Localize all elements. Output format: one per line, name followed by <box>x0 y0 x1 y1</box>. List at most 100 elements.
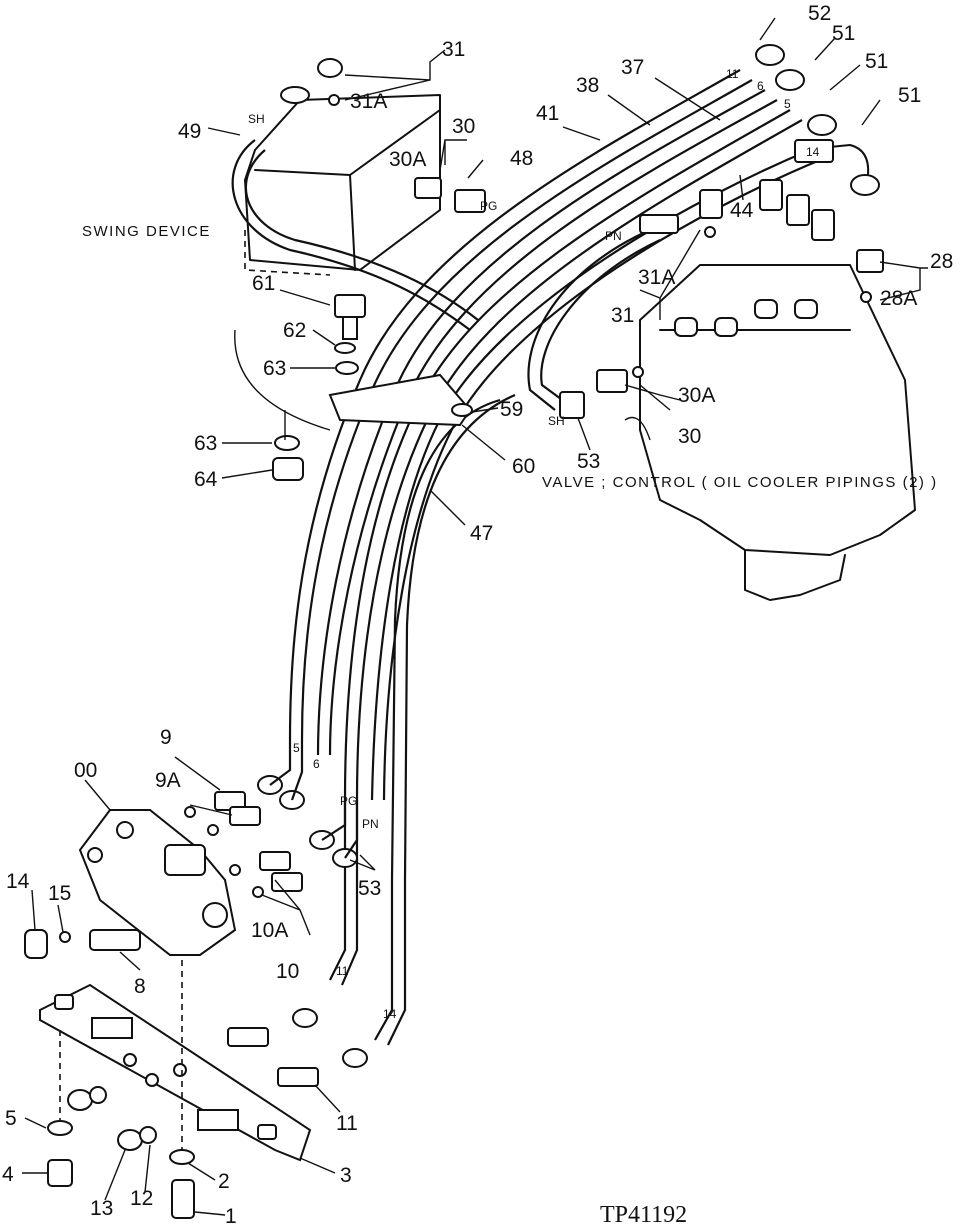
hose-ferrule <box>794 139 834 163</box>
callout-4: 4 <box>2 1163 14 1186</box>
plate-nut <box>257 1124 277 1140</box>
hose-tag-5-lower: 5 <box>293 741 300 755</box>
elbow-fitting <box>317 58 343 78</box>
nut-13 <box>117 1129 143 1151</box>
washer-63 <box>335 361 359 375</box>
callout-51: 51 <box>898 84 921 107</box>
lock-washer <box>89 1086 107 1104</box>
hose-tag-5: 5 <box>784 97 791 111</box>
hose-end <box>280 86 310 104</box>
callout-9: 9 <box>160 726 172 749</box>
adapter <box>811 209 835 241</box>
port <box>202 902 228 928</box>
hose-tag-sh: SH <box>248 112 265 126</box>
hose-tag-14-lower: 14 <box>383 1007 397 1021</box>
hose-end-pn <box>639 214 679 234</box>
callout-51: 51 <box>832 22 855 45</box>
adapter-11 <box>277 1067 319 1087</box>
valve-port <box>794 299 818 319</box>
mounting-hole <box>87 847 103 863</box>
bolt-61-head <box>334 294 366 318</box>
callout-59: 59 <box>500 398 523 421</box>
washer-5 <box>47 1120 73 1136</box>
check-valve-8 <box>89 929 141 951</box>
hose-tag-pn: PN <box>605 229 622 243</box>
lower-valve-block <box>24 740 368 1068</box>
callout-52: 52 <box>808 2 831 25</box>
valve-port <box>754 299 778 319</box>
hose-tag-sh: SH <box>548 414 565 428</box>
callout-10A: 10A <box>251 919 288 942</box>
plug-14 <box>24 929 48 959</box>
control-valve <box>624 264 916 601</box>
callout-64: 64 <box>194 468 218 491</box>
adapter-lower <box>227 1027 269 1047</box>
washer-63-lower <box>274 435 300 451</box>
callout-11: 11 <box>336 1112 358 1135</box>
plug <box>164 844 206 876</box>
callout-1: 1 <box>225 1205 237 1228</box>
adapter-10b <box>271 872 303 892</box>
callout-15: 15 <box>48 882 71 905</box>
hose-tags: SH PG PN SH 11 6 5 14 5 6 PG PN 11 14 <box>248 67 820 1021</box>
callout-14: 14 <box>6 870 30 893</box>
callout-63: 63 <box>194 432 217 455</box>
callout-30A: 30A <box>678 384 715 407</box>
adapter <box>786 194 810 226</box>
bolt-61-shank <box>342 316 358 340</box>
elbow-fitting <box>807 114 837 136</box>
hose-tag-11-lower: 11 <box>336 964 349 978</box>
adapter-44 <box>759 179 783 211</box>
nut <box>67 1089 93 1111</box>
bolt-1 <box>171 1179 195 1219</box>
nut-64 <box>272 457 304 481</box>
adapter-10 <box>259 851 291 871</box>
valve-port <box>674 317 698 337</box>
hose-elbow <box>342 1048 368 1068</box>
callout-51: 51 <box>865 50 888 73</box>
callout-61: 61 <box>252 272 275 295</box>
leader-lines <box>22 17 928 1216</box>
caption-control-valve: VALVE ; CONTROL ( OIL COOLER PIPINGS (2)… <box>542 474 938 491</box>
callout-31: 31 <box>611 304 634 327</box>
hose-elbow <box>292 1008 318 1028</box>
washer-2 <box>169 1149 195 1165</box>
o-ring-10A <box>252 886 264 898</box>
plate-nut <box>54 994 74 1010</box>
callout-3: 3 <box>340 1164 352 1187</box>
plate-slot <box>197 1109 239 1131</box>
hose-tag-pn-lower: PN <box>362 817 379 831</box>
clamp-59 <box>328 373 472 427</box>
mounting-hole <box>116 821 134 839</box>
adapter-28 <box>856 249 884 273</box>
o-ring <box>860 291 872 303</box>
callout-9A: 9A <box>155 769 181 792</box>
elbow-fitting <box>755 44 785 66</box>
callout-13: 13 <box>90 1197 113 1220</box>
callout-53: 53 <box>577 450 600 473</box>
elbow-31 <box>699 189 723 219</box>
plate-hole <box>173 1063 187 1077</box>
callout-60: 60 <box>512 455 535 478</box>
elbow-fitting <box>775 69 805 91</box>
adapter-30-lower <box>596 369 628 393</box>
callout-28A: 28A <box>880 287 917 310</box>
hose-tag-6-lower: 6 <box>313 757 320 771</box>
callout-31: 31 <box>442 38 465 61</box>
callout-53: 53 <box>358 877 381 900</box>
adapter-48 <box>454 189 486 213</box>
callout-31A: 31A <box>638 266 675 289</box>
hose-tag-pg: PG <box>480 199 497 213</box>
swing-device <box>244 94 441 276</box>
clamp-assembly <box>234 294 473 481</box>
lock-washer-62 <box>334 342 356 354</box>
callout-37: 37 <box>621 56 644 79</box>
callout-8: 8 <box>134 975 146 998</box>
callout-30: 30 <box>452 115 475 138</box>
plate-slot <box>91 1017 133 1039</box>
hose-tag-6: 6 <box>757 79 764 93</box>
upper-fittings <box>280 44 884 419</box>
